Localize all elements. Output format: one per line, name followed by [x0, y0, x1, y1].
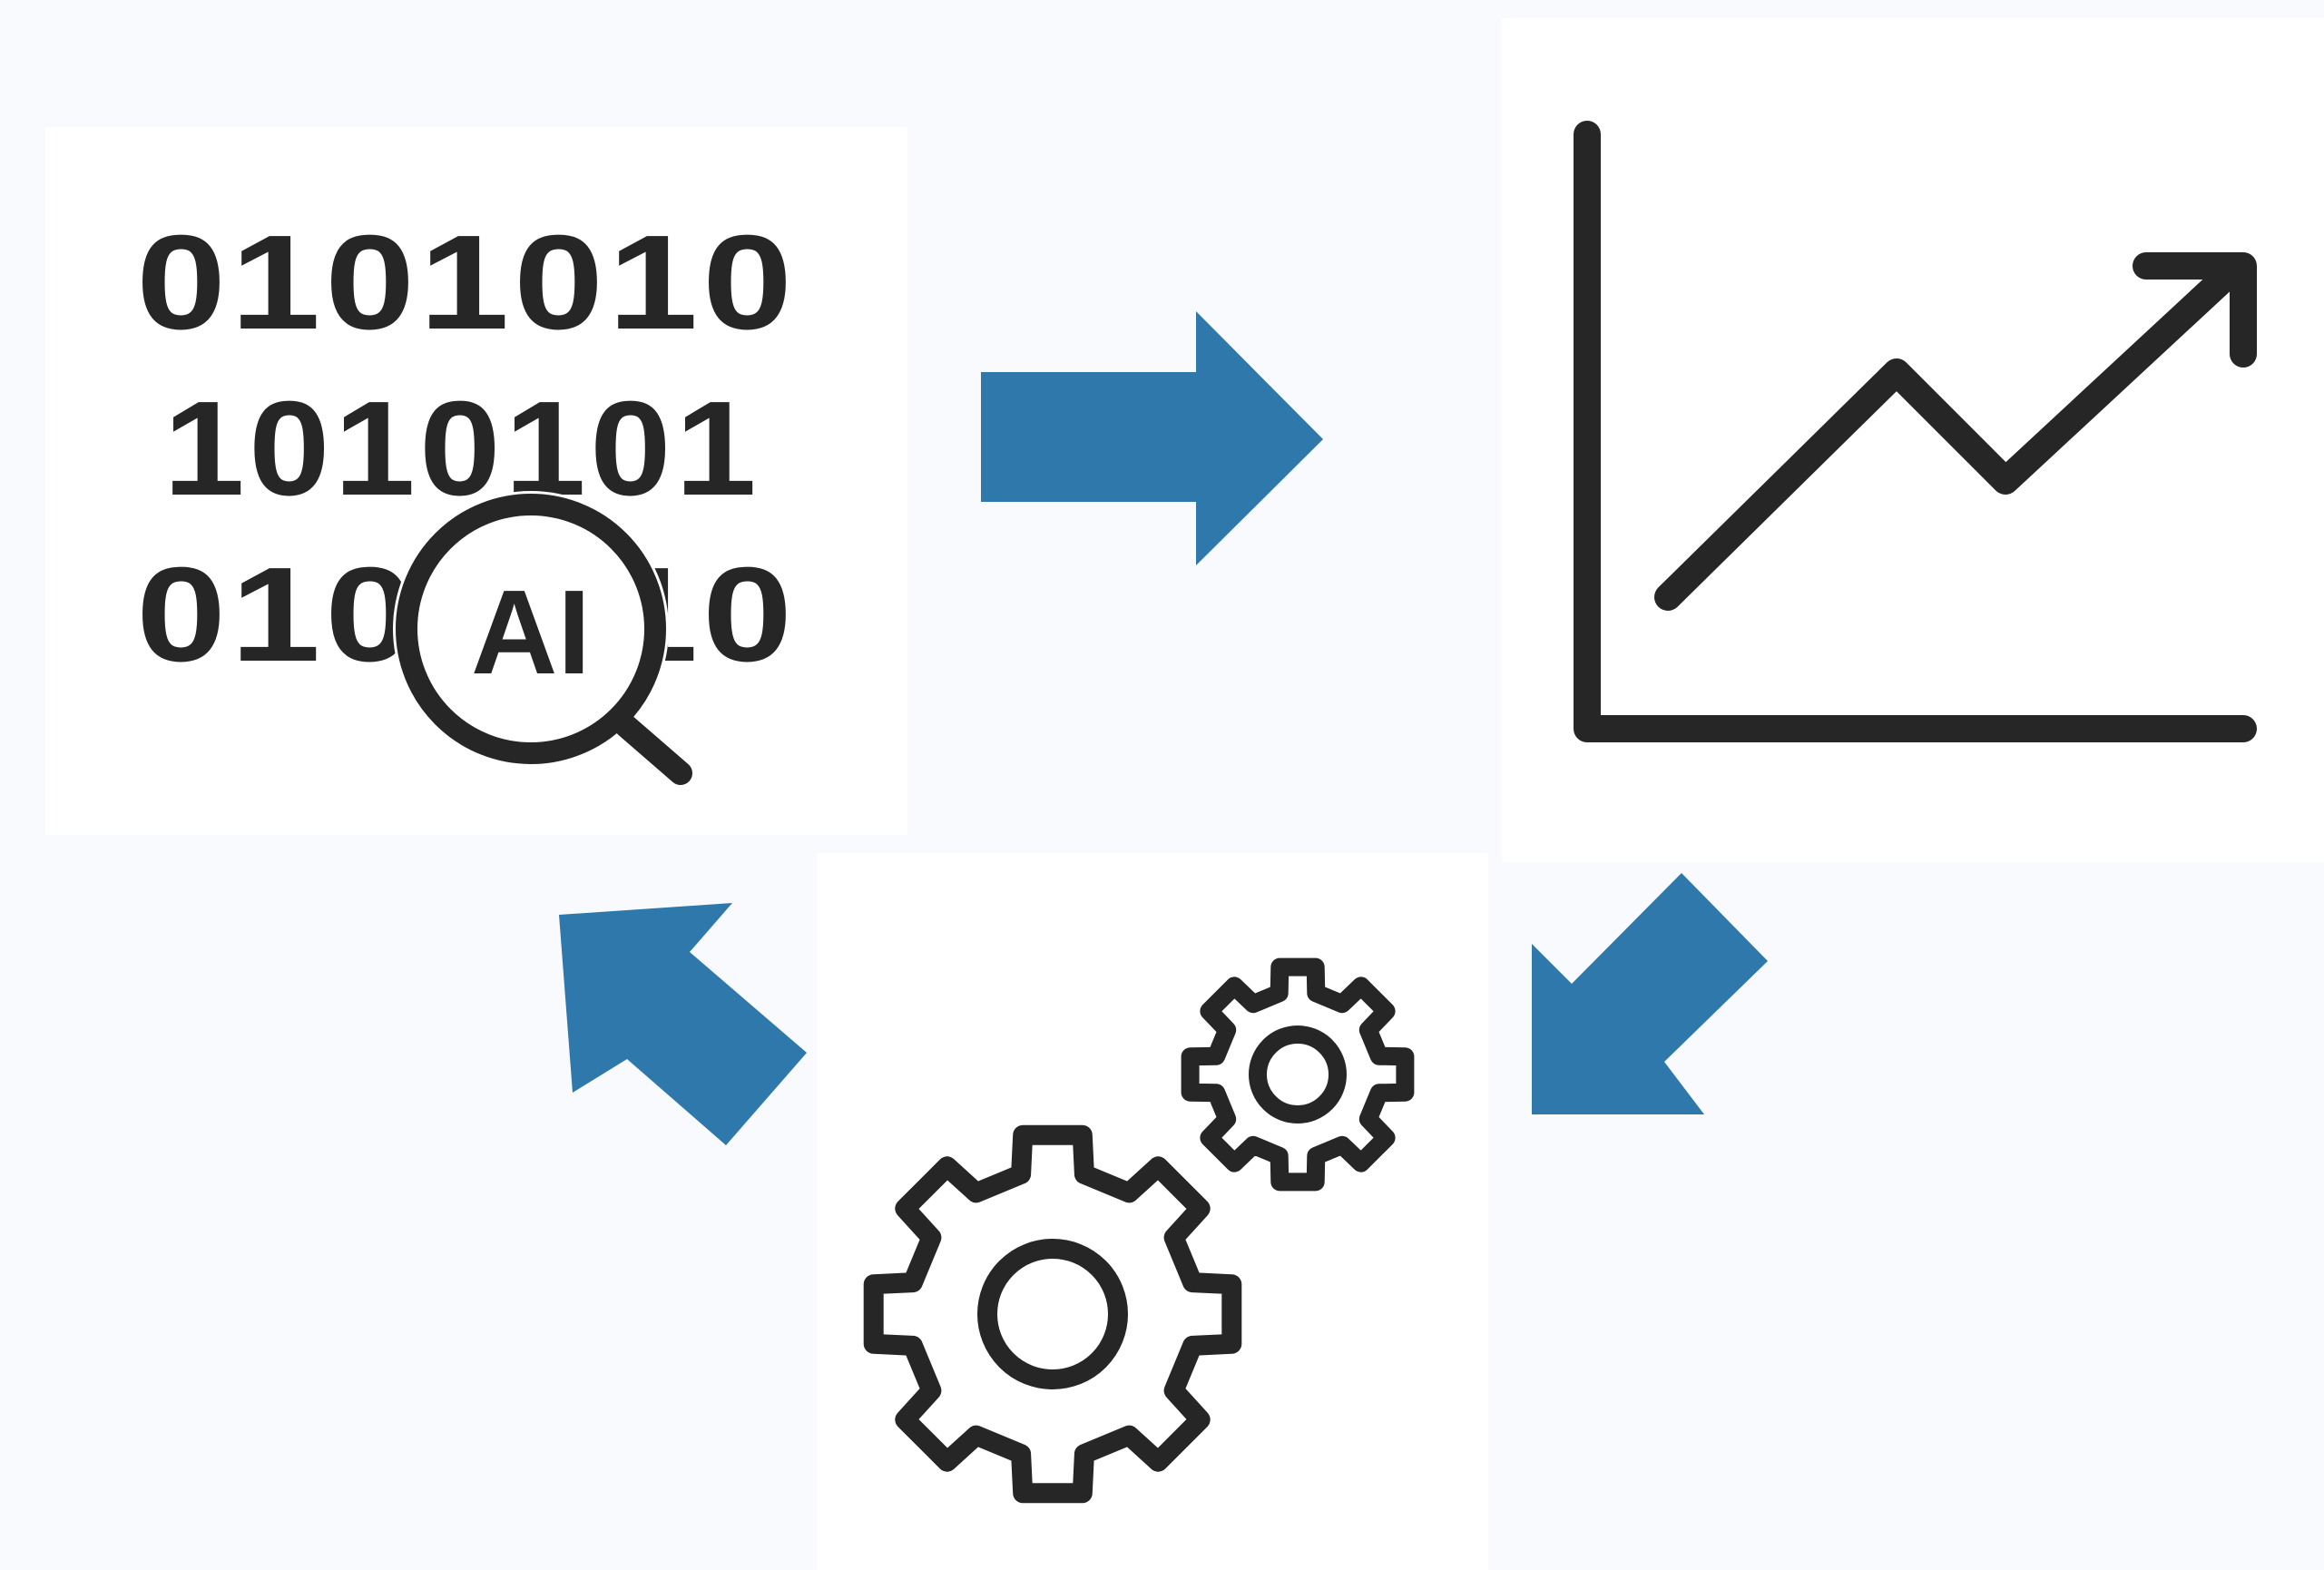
gears-icon [863, 957, 1415, 1504]
magnifier-icon [396, 494, 692, 785]
ai-badge-label: AI [471, 565, 591, 699]
trend-arrowhead [2133, 252, 2257, 368]
large-gear-icon [863, 1124, 1242, 1504]
arrow-right-icon [981, 311, 1323, 565]
small-gear-icon [1181, 957, 1415, 1192]
trend-line [1654, 259, 2244, 611]
binary-row-1: 0101010 [136, 208, 797, 358]
arrow-up-left-icon [559, 903, 807, 1145]
arrow-down-left-icon [1532, 873, 1768, 1114]
gear-large-hub [977, 1239, 1128, 1389]
binary-row-2: 1010101 [163, 374, 760, 524]
chart-axes [1574, 121, 2257, 742]
growth-line-chart-icon [1574, 121, 2257, 742]
gear-small-hub [1249, 1025, 1347, 1124]
binary-ai-magnifier-icon: 0101010 1010101 0101010 AI [136, 208, 797, 785]
